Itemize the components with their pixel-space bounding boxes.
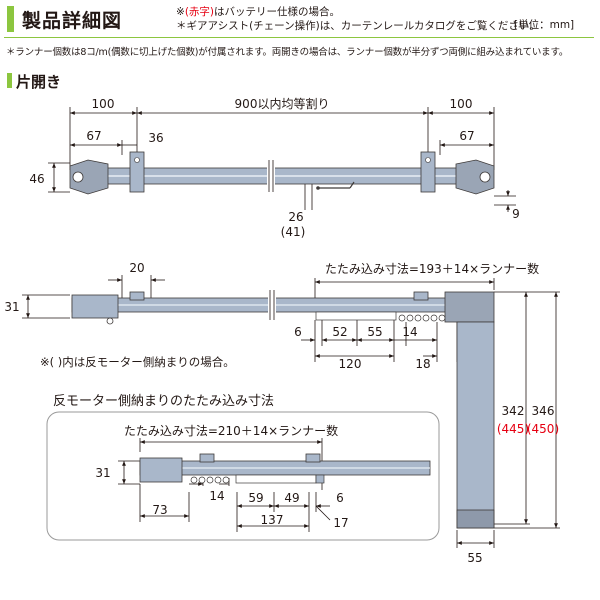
reverse-dim-49: 49	[284, 491, 299, 505]
folding-formula: たたみ込み寸法=193＋14×ランナー数	[325, 261, 539, 276]
dim-26: 26	[288, 210, 303, 224]
dim-14: 14	[402, 325, 417, 339]
battery-note: ※(赤字)はバッテリー仕様の場合。	[176, 6, 341, 18]
header-divider	[4, 37, 594, 38]
dim-52: 52	[332, 325, 347, 339]
top-view	[48, 107, 516, 212]
reverse-dim-17: 17	[333, 516, 348, 530]
section-title: 片開き	[16, 73, 62, 91]
dim-9: 9	[512, 207, 520, 221]
reverse-view	[118, 438, 331, 532]
reverse-dim-73: 73	[152, 503, 167, 517]
gear-assist-note: ＊ギアアシスト(チェーン操作)は、カーテンレールカタログをご覧ください。	[176, 20, 540, 32]
reverse-motor-note: ※( )内は反モーター側納まりの場合。	[40, 355, 235, 369]
reverse-dim-14: 14	[209, 489, 224, 503]
reverse-box-title: 反モーター側納まりのたたみ込み寸法	[53, 394, 274, 409]
page-title: 製品詳細図	[22, 10, 123, 32]
dim-18: 18	[415, 357, 430, 371]
dim-center-span: 900以内均等割り	[235, 96, 330, 111]
dim-346: 346	[532, 404, 555, 418]
dim-450: (450)	[527, 422, 559, 436]
dim-120: 120	[339, 357, 362, 371]
dim-55-width: 55	[467, 551, 482, 565]
reverse-dim-6: 6	[336, 491, 344, 505]
side-rail	[71, 290, 495, 529]
runner-count-note: ＊ランナー個数は8コ/m(偶数に切上げた個数)が付属されます。両開きの場合は、ラ…	[6, 47, 569, 58]
reverse-dim-labels: たたみ込み寸法=210＋14×ランナー数 31 14 73 59 49 6 13…	[95, 423, 348, 530]
dim-41: (41)	[281, 225, 306, 239]
dim-20: 20	[129, 261, 144, 275]
reverse-dim-31: 31	[95, 466, 110, 480]
reverse-dim-137: 137	[261, 513, 284, 527]
dim-right-100: 100	[450, 97, 473, 111]
side-view	[22, 275, 560, 548]
dim-342: 342	[502, 404, 525, 418]
top-rail	[69, 151, 495, 195]
dim-36: 36	[148, 131, 163, 145]
title-accent-bar	[7, 6, 14, 32]
reverse-folding-formula: たたみ込み寸法=210＋14×ランナー数	[124, 423, 338, 438]
section-accent-bar	[7, 73, 12, 88]
reverse-box-frame	[46, 411, 440, 541]
reverse-dim-59: 59	[248, 491, 263, 505]
dim-left-67: 67	[86, 129, 101, 143]
reverse-rail	[139, 453, 431, 484]
dim-height-46: 46	[29, 172, 44, 186]
unit-label: [単位：mm]	[514, 19, 575, 31]
dim-445: (445)	[497, 422, 529, 436]
dim-6: 6	[294, 325, 302, 339]
dim-31: 31	[4, 300, 19, 314]
side-dim-labels: 20 31 たたみ込み寸法=193＋14×ランナー数 6 52 55 14 12…	[4, 261, 559, 565]
dim-55: 55	[367, 325, 382, 339]
top-dim-labels: 100 900以内均等割り 100 67 36 67 46 9 26 (41)	[29, 96, 519, 239]
dim-left-100: 100	[92, 97, 115, 111]
dim-right-67: 67	[459, 129, 474, 143]
